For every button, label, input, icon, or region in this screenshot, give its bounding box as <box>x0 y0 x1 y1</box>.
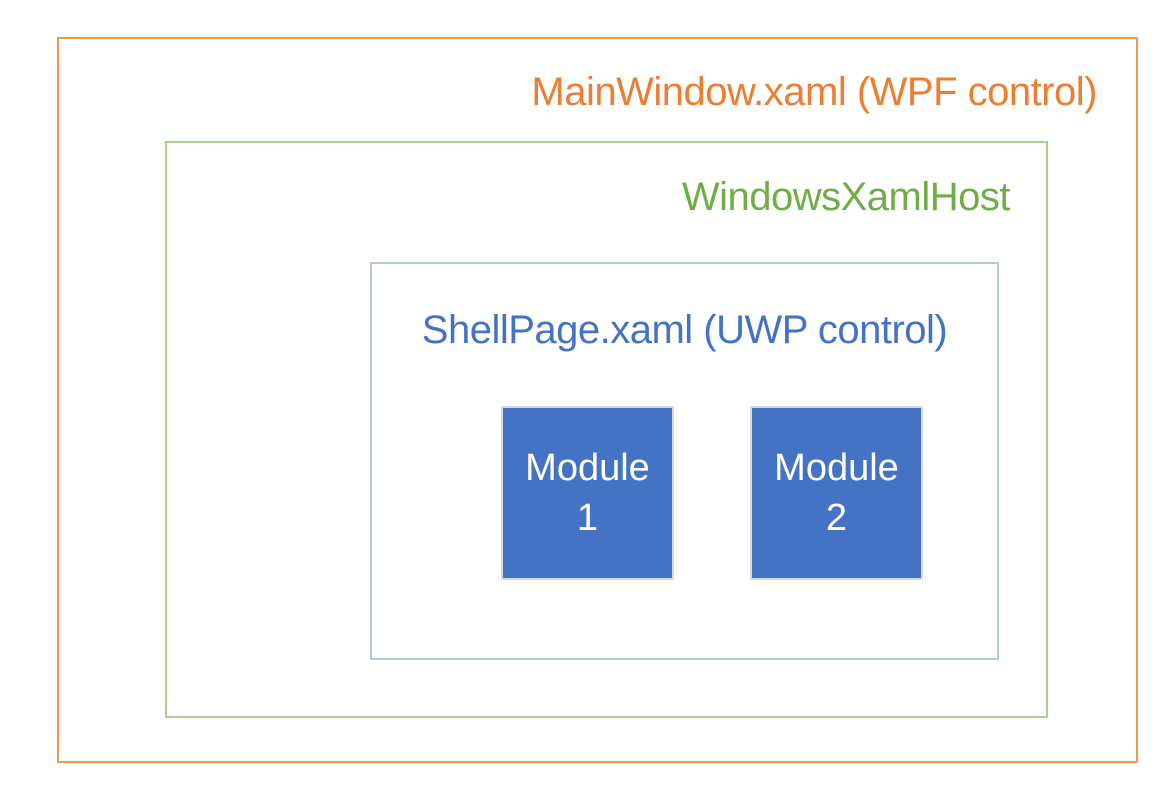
shellpage-label: ShellPage.xaml (UWP control) <box>421 308 948 352</box>
module-2-label-line1: Module <box>774 447 899 489</box>
mainwindow-label: MainWindow.xaml (WPF control) <box>531 70 1097 114</box>
mainwindow-box <box>57 37 1138 763</box>
module-1-box: Module 1 <box>501 406 674 580</box>
module-1-label-line1: Module <box>525 447 650 489</box>
windowsxamlhost-label: WindowsXamlHost <box>681 175 1011 219</box>
module-2-box: Module 2 <box>750 406 923 580</box>
shellpage-box <box>370 262 999 660</box>
windowsxamlhost-box <box>165 141 1048 718</box>
module-1-label: Module 1 <box>525 443 650 543</box>
module-2-label: Module 2 <box>774 443 899 543</box>
module-1-label-line2: 1 <box>576 497 599 539</box>
module-2-label-line2: 2 <box>825 497 848 539</box>
